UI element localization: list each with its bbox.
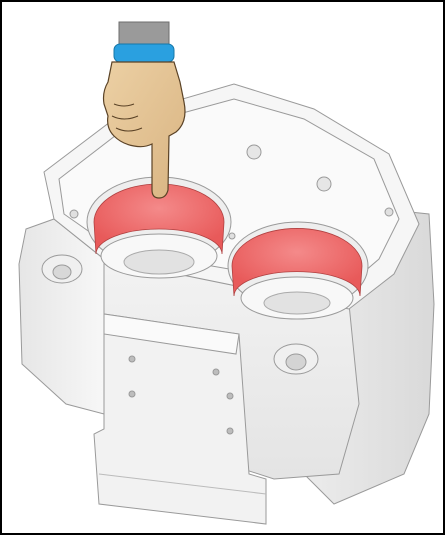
right-bore: [228, 222, 368, 319]
wristband: [114, 44, 174, 62]
mounting-plate: [94, 314, 266, 524]
engine-block-illustration: [4, 4, 445, 535]
